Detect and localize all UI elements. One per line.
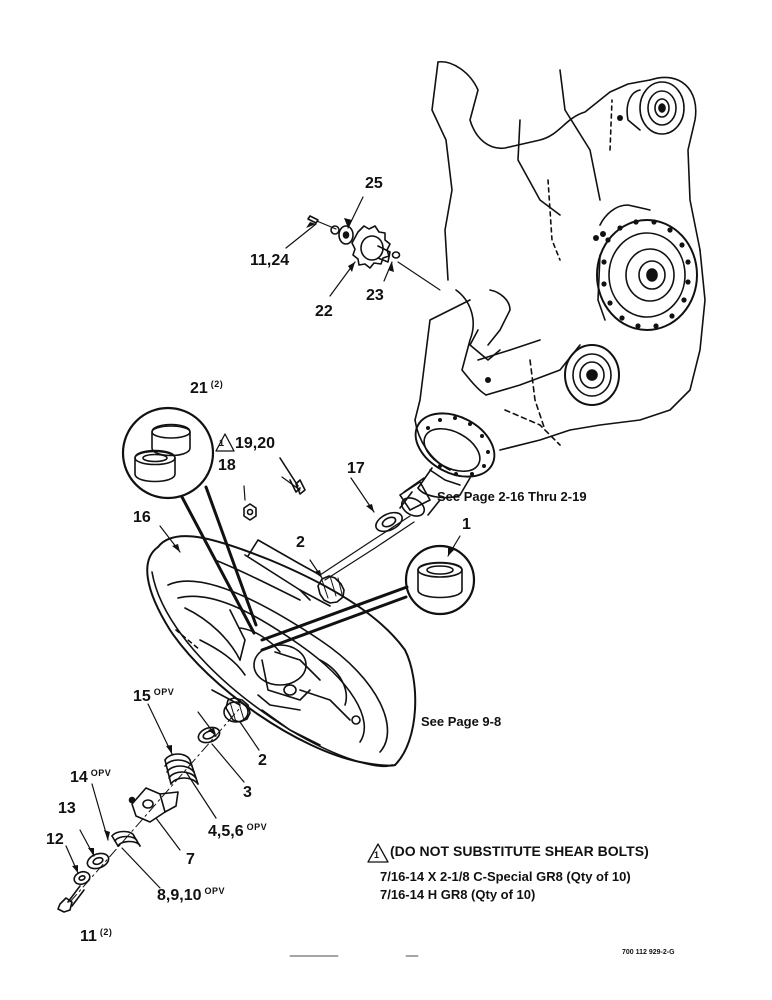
detail-circle-bushing-1 (260, 544, 476, 652)
wheel-rim (146, 535, 417, 768)
washer-13 (86, 852, 110, 870)
collar-3 (197, 726, 221, 744)
note-triangle-icon (367, 843, 389, 863)
callout-21: 21(2) (190, 379, 224, 397)
callout-14-sup: OPV (90, 768, 112, 778)
callout-2-lower: 2 (258, 752, 267, 769)
callout-2-upper: 2 (296, 534, 305, 551)
sprocket-assembly (307, 215, 401, 269)
caution-triangle-number: 1 (219, 438, 225, 448)
callout-17: 17 (347, 460, 365, 477)
callout-13: 13 (58, 800, 76, 817)
leader-arrowheads (72, 218, 454, 873)
callout-4-5-6-sup: OPV (246, 822, 268, 832)
gearbox-housing (397, 61, 706, 517)
document-number: 700 112 929-2-G (622, 949, 675, 956)
callout-8-9-10-sup: OPV (204, 886, 225, 896)
note-line-1: 7/16-14 X 2-1/8 C-Special GR8 (Qty of 10… (380, 869, 631, 884)
nut-12 (73, 870, 91, 886)
gear-2-upper (317, 575, 345, 604)
callout-1: 1 (462, 516, 471, 533)
gear-2-lower (223, 697, 251, 723)
callout-15-sup: OPV (153, 687, 175, 697)
callout-18: 18 (218, 457, 236, 474)
spline-shaft (247, 476, 431, 581)
callout-11-qty: (2) (99, 927, 113, 937)
callout-7: 7 (186, 851, 195, 868)
callout-3: 3 (243, 784, 252, 801)
reference-page-9-8: See Page 9-8 (421, 714, 502, 729)
callout-12: 12 (46, 831, 64, 848)
callout-21-qty: (2) (210, 379, 224, 389)
callout-25: 25 (365, 175, 383, 192)
callout-16: 16 (133, 509, 151, 526)
callout-22: 22 (315, 303, 333, 320)
callout-23: 23 (366, 287, 384, 304)
note-triangle-number: 1 (374, 850, 380, 860)
bolt-11 (57, 885, 85, 913)
nut-18 (243, 503, 257, 521)
spring-stack-8-9-10 (111, 830, 141, 847)
callout-11: 11(2) (80, 927, 113, 945)
callout-11-24: 11,24 (250, 252, 290, 269)
note-line-2: 7/16-14 H GR8 (Qty of 10) (380, 887, 536, 902)
caution-triangle-icon (215, 433, 235, 452)
flange-bolt-pattern (426, 115, 691, 476)
spring-pack-4-5-6 (164, 753, 199, 785)
detail-circle-bushings (121, 406, 258, 635)
callout-19-20: 19,20 (235, 435, 276, 452)
note-header: (DO NOT SUBSTITUTE SHEAR BOLTS) (390, 843, 649, 859)
bolt-19-20 (279, 457, 306, 495)
clutch-plate-7 (128, 787, 179, 823)
reference-page-2-16: See Page 2-16 Thru 2-19 (437, 489, 587, 504)
